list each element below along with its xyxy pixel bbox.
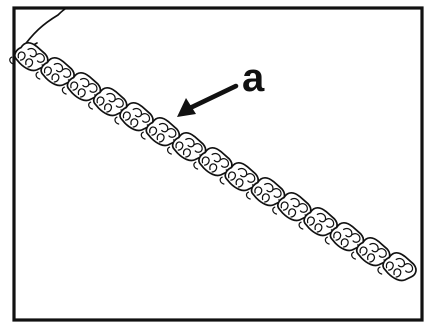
chain-link-lower-loop [201, 156, 210, 166]
chain-link-top-loop [62, 68, 72, 78]
chain-link-top-loop [290, 197, 300, 208]
chain-link [35, 56, 75, 90]
chain-link-lower-loop [254, 186, 263, 196]
chain-link-top-loop [158, 122, 169, 133]
chain-link-hook [245, 191, 251, 200]
chain-link-lower-loop [340, 238, 349, 248]
chain-link-lower-loop [182, 148, 191, 158]
chain-link-hook [140, 131, 146, 140]
chain-link-lower-loop [130, 118, 139, 128]
chain-link-lower-loop [77, 88, 86, 98]
chain-link-top-loop [395, 257, 406, 268]
callout-label: a [242, 56, 265, 100]
chain-link-top-loop [167, 128, 177, 138]
chain-link-top-loop [343, 227, 353, 238]
chain-link [351, 236, 391, 270]
chain-link-hook [166, 146, 172, 155]
chain-link-top-loop [106, 92, 116, 103]
chain-link-lower-loop [156, 133, 165, 143]
chain-link-lower-loop [359, 246, 368, 256]
chain-link [324, 221, 365, 255]
chain-link-top-loop [114, 98, 124, 108]
chain-link-top-loop [404, 263, 414, 273]
chain-link-top-loop [377, 248, 387, 258]
chain-link-lower-loop [149, 126, 158, 136]
chain-link [298, 206, 338, 240]
chain-link-lower-loop [261, 193, 270, 203]
figure-frame [12, 6, 424, 322]
chain-link-hook [193, 161, 199, 170]
chain-link-top-loop [237, 167, 248, 178]
chain-link-top-loop [141, 113, 151, 123]
chain-link [166, 131, 207, 165]
chain-link-top-loop [316, 212, 327, 223]
chain-link-lower-loop [385, 261, 394, 271]
callout-arrow-head [177, 98, 196, 117]
chain-link-top-loop [246, 173, 256, 183]
chain-link-hook [298, 221, 304, 230]
chain-link [219, 161, 259, 195]
chain-link-hook [324, 236, 330, 245]
chain-link-lower-loop [51, 73, 60, 83]
chain-link-lower-loop [333, 231, 342, 241]
chain-link-top-loop [35, 53, 45, 63]
chain-link-top-loop [369, 242, 379, 253]
chain-link-hook [114, 116, 120, 125]
chain-link-lower-loop [43, 66, 52, 76]
callout-arrow-line [187, 83, 239, 111]
chain-link-hook [351, 251, 356, 260]
chain-link-lower-loop [227, 171, 236, 181]
chain-link-top-loop [220, 158, 230, 168]
chain-link-top-loop [88, 83, 98, 93]
chain-link-lower-loop [96, 96, 105, 106]
chain-link-lower-loop [280, 201, 289, 211]
chain-link-hook [61, 86, 67, 95]
chain-link-hook [377, 266, 383, 275]
chain-link-hook [272, 206, 278, 215]
chain-link-lower-loop [122, 111, 131, 121]
chain-link [377, 251, 417, 282]
chain-link-top-loop [272, 188, 282, 198]
chain-link-hook [219, 176, 225, 185]
chain-link-hook [9, 56, 15, 65]
chain-link-lower-loop [17, 51, 26, 61]
chain-link [114, 101, 154, 135]
chain-link-top-loop [193, 143, 203, 153]
chain-link-lower-loop [235, 178, 244, 188]
chain-link-top-loop [211, 152, 221, 163]
chain-link-lower-loop [175, 141, 184, 151]
chain-link-lower-loop [314, 223, 323, 233]
chain-link-hook [35, 71, 41, 80]
chain-link-top-loop [53, 62, 64, 73]
chain-link-lower-loop [306, 216, 315, 226]
chain-link-lower-loop [393, 268, 402, 278]
chain-link-lower-loop [288, 208, 297, 218]
chain-link-hook [88, 101, 93, 110]
chain-link-top-loop [185, 137, 195, 148]
chain-link-lower-loop [367, 253, 376, 263]
chain-link-lower-loop [209, 163, 218, 173]
chain-link-lower-loop [70, 81, 79, 91]
chain-link-lower-loop [104, 103, 113, 113]
chain-link-top-loop [298, 203, 308, 213]
chain-link [140, 116, 181, 150]
chain-link-top-loop [80, 77, 90, 88]
chain-guide-curve [20, 7, 68, 51]
chain-links [9, 41, 417, 282]
chain-link [245, 176, 286, 210]
chain-link-lower-loop [25, 58, 34, 68]
chain-link-top-loop [351, 233, 361, 243]
chain-link-top-loop [264, 182, 274, 193]
chain-link-top-loop [27, 47, 37, 58]
chain-link-top-loop [132, 107, 143, 118]
chain-link [272, 191, 312, 225]
chain-link-top-loop [325, 218, 335, 228]
